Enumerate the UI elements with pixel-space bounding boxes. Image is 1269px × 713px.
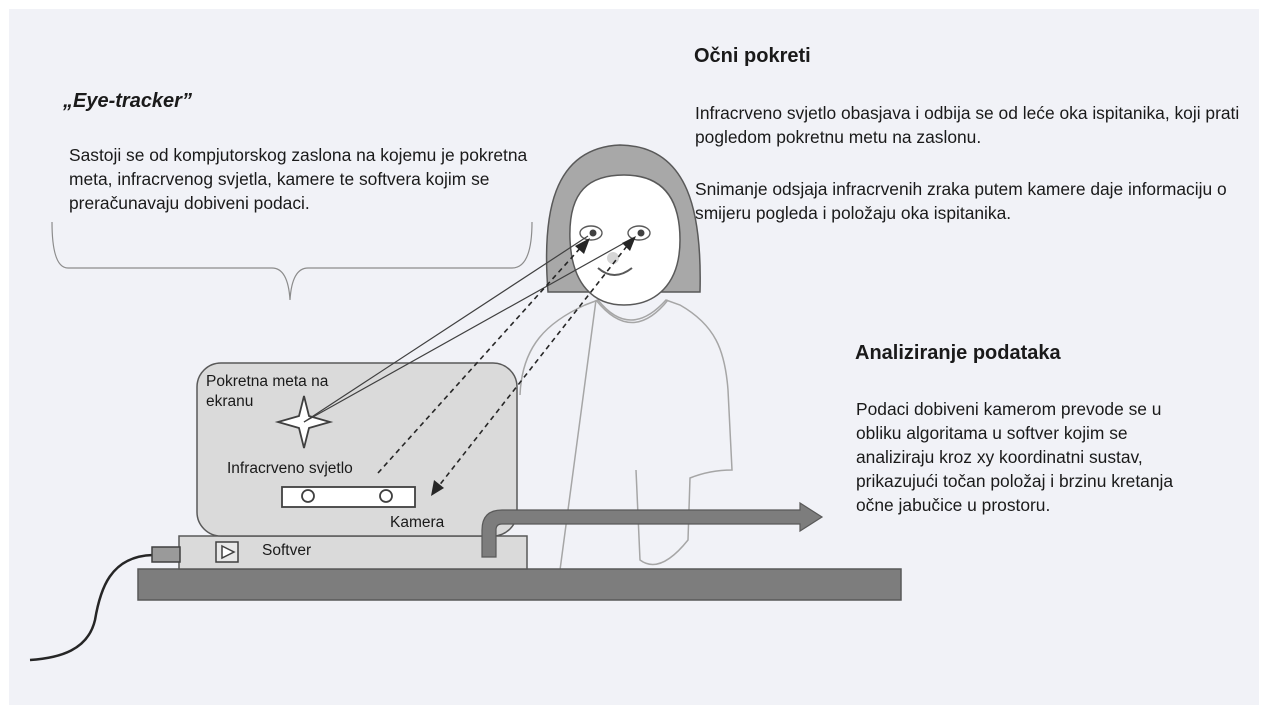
diagram-canvas: „Eye-tracker” Sastoji se od kompjutorsko… — [9, 9, 1259, 705]
gaze-line-right-eye — [303, 237, 634, 423]
eye-movements-paragraph-1: Infracrveno svjetlo obasjava i odbija se… — [695, 103, 1240, 147]
analysis-paragraph: Podaci dobiveni kamerom prevode se u obl… — [856, 399, 1174, 515]
eye-tracker-title: „Eye-tracker” — [63, 90, 192, 112]
infrared-beam-arrowhead — [575, 238, 590, 254]
eye-tracker-description: Sastoji se od kompjutorskog zaslona na k… — [69, 145, 528, 213]
person-collar — [595, 299, 669, 324]
reflection-beam-arrowhead — [431, 480, 444, 496]
infrared-beam — [377, 244, 584, 474]
mouth — [597, 267, 633, 276]
cable — [29, 553, 154, 662]
infrared-light-label: Infracrveno svjetlo — [227, 460, 353, 477]
infrared-light-lens — [301, 489, 315, 503]
table — [137, 568, 902, 601]
play-icon-triangle — [221, 544, 236, 560]
monitor — [196, 362, 518, 537]
left-pupil — [589, 229, 597, 237]
brace — [51, 221, 533, 301]
analysis-title: Analiziranje podataka — [855, 342, 1061, 364]
nose — [607, 252, 619, 264]
plug — [151, 546, 181, 563]
camera-label: Kamera — [390, 514, 445, 531]
person-face — [569, 174, 681, 306]
eye-movements-title: Očni pokreti — [694, 45, 811, 67]
data-output-arrow — [481, 501, 824, 558]
eye-movements-paragraph-2: Snimanje odsjaja infracrvenih zraka pute… — [695, 179, 1227, 223]
right-pupil — [637, 229, 645, 237]
person-body — [519, 299, 733, 571]
target-label: Pokretna meta na ekranu — [206, 373, 329, 410]
software-label: Softver — [262, 542, 312, 559]
reflection-beam — [437, 245, 628, 488]
eye-tracker-illustration — [29, 144, 902, 662]
camera-lens — [379, 489, 393, 503]
gaze-line-left-eye — [303, 235, 589, 423]
reflection-beam-top-arrowhead — [622, 236, 636, 251]
